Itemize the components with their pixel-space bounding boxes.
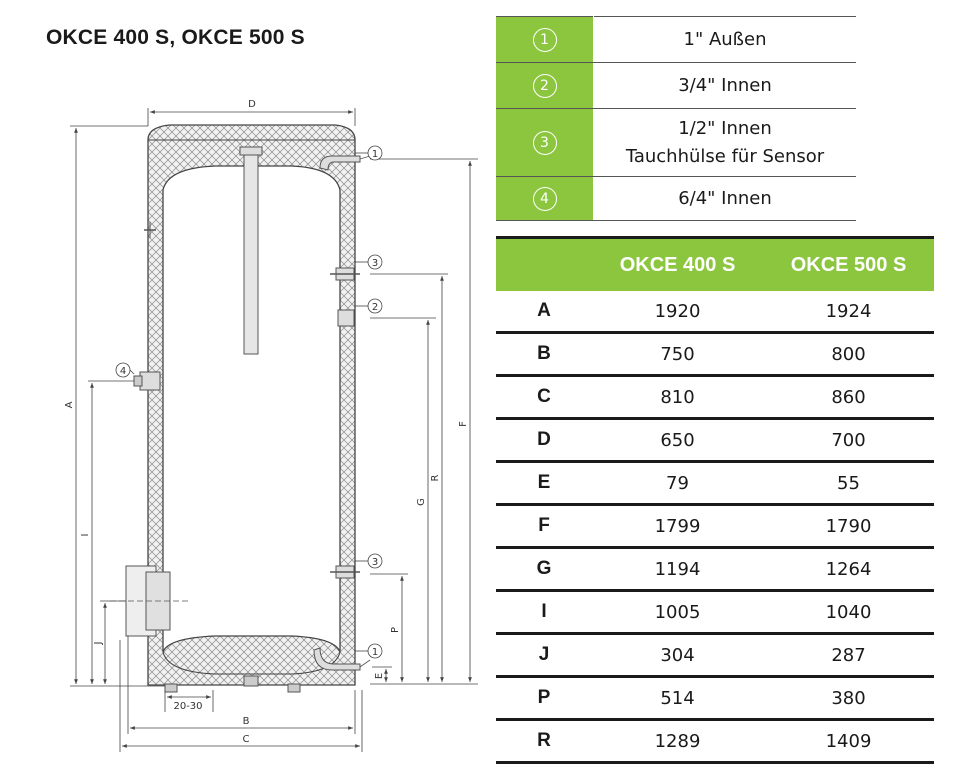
- value-okce-500: 800: [763, 331, 934, 376]
- connection-number: 2: [532, 73, 557, 98]
- dimension-label: A: [537, 300, 551, 321]
- callout-3-bottom: 3: [372, 557, 378, 568]
- value-okce-500: 287: [763, 632, 934, 677]
- connection-description: 3/4" Innen: [593, 62, 856, 109]
- dimension-label: G: [496, 546, 592, 591]
- connection-top-1: [319, 155, 371, 171]
- connection-number: 1: [532, 27, 557, 52]
- value-okce-500: 1409: [763, 718, 934, 764]
- dim-label-j: J: [93, 642, 104, 646]
- connection-row: 1 1" Außen: [496, 16, 856, 63]
- connection-description: 1" Außen: [593, 16, 856, 63]
- value-okce-400: 810: [592, 374, 763, 419]
- sensor-sleeves: [330, 267, 360, 579]
- dimension-label: R: [496, 718, 592, 764]
- callout-3-top: 3: [372, 258, 378, 269]
- value-okce-400: 1005: [592, 589, 763, 634]
- dim-label-r: R: [430, 474, 441, 481]
- connection-description: 6/4" Innen: [593, 176, 856, 221]
- value-okce-400: 79: [592, 460, 763, 505]
- dim-label-b: B: [243, 716, 250, 727]
- value-okce-500: 1924: [825, 300, 872, 322]
- value-okce-400: 750: [592, 331, 763, 376]
- anode-rod: [239, 146, 263, 355]
- value-okce-400: 1194: [592, 546, 763, 591]
- dim-label-e: E: [374, 673, 385, 679]
- value-okce-500: 1790: [763, 503, 934, 548]
- dimension-lines: [70, 108, 478, 752]
- tank-technical-drawing: D A I J F R G P E 20-30 B C 1 3 2 4 3 1: [64, 99, 478, 752]
- value-okce-500: 55: [763, 460, 934, 505]
- dimension-label: C: [496, 374, 592, 419]
- dim-label-gap: 20-30: [173, 701, 202, 712]
- dimension-label: I: [496, 589, 592, 634]
- connection-table: 1 1" Außen 2 3/4" Innen 3 1/2" Innen Tau…: [496, 16, 856, 221]
- page-title: OKCE 400 S, OKCE 500 S: [46, 26, 305, 49]
- dimension-row: A 1920 1924: [496, 291, 934, 333]
- dimension-label: B: [496, 331, 592, 376]
- value-okce-400: 1799: [592, 503, 763, 548]
- value-okce-400: 1289: [592, 718, 763, 764]
- dim-label-c: C: [243, 734, 250, 745]
- connection-description: 1/2" Innen: [678, 117, 772, 139]
- header-empty: [496, 236, 592, 291]
- dimension-label: F: [496, 503, 592, 548]
- value-okce-400: 514: [592, 675, 763, 720]
- dim-label-a: A: [64, 401, 75, 408]
- header-okce-500: OKCE 500 S: [763, 236, 934, 291]
- dim-label-g: G: [416, 498, 427, 506]
- value-okce-500: 700: [763, 417, 934, 462]
- connection-4: [133, 371, 161, 391]
- header-okce-400: OKCE 400 S: [592, 236, 763, 291]
- dim-label-d: D: [248, 99, 256, 110]
- dimension-label: D: [496, 417, 592, 462]
- connection-row: 3 1/2" Innen Tauchhülse für Sensor: [496, 108, 856, 177]
- value-okce-400: 1920: [654, 300, 701, 322]
- connection-row: 2 3/4" Innen: [496, 62, 856, 109]
- dim-label-i: I: [80, 534, 91, 537]
- value-okce-400: 304: [592, 632, 763, 677]
- value-okce-400: 650: [592, 417, 763, 462]
- connection-description-line2: Tauchhülse für Sensor: [625, 145, 825, 167]
- value-okce-500: 380: [763, 675, 934, 720]
- dim-label-f: F: [458, 421, 469, 427]
- dimension-label: J: [496, 632, 592, 677]
- dimension-header-row: OKCE 400 S OKCE 500 S: [496, 236, 934, 291]
- value-okce-500: 1264: [763, 546, 934, 591]
- value-okce-500: 860: [763, 374, 934, 419]
- callout-2: 2: [372, 302, 378, 313]
- callout-1-top: 1: [372, 149, 378, 160]
- value-okce-500: 1040: [763, 589, 934, 634]
- connection-number: 4: [532, 186, 557, 211]
- dimension-label: E: [496, 460, 592, 505]
- connection-bottom-1: [313, 647, 371, 671]
- callout-1-bottom: 1: [372, 647, 378, 658]
- tank-insulation: [147, 124, 356, 686]
- dimension-label: P: [496, 675, 592, 720]
- callout-markers: [115, 145, 383, 659]
- connection-number: 3: [532, 130, 557, 155]
- callout-4: 4: [120, 366, 126, 377]
- connection-row: 4 6/4" Innen: [496, 176, 856, 221]
- dim-label-p: P: [390, 627, 401, 633]
